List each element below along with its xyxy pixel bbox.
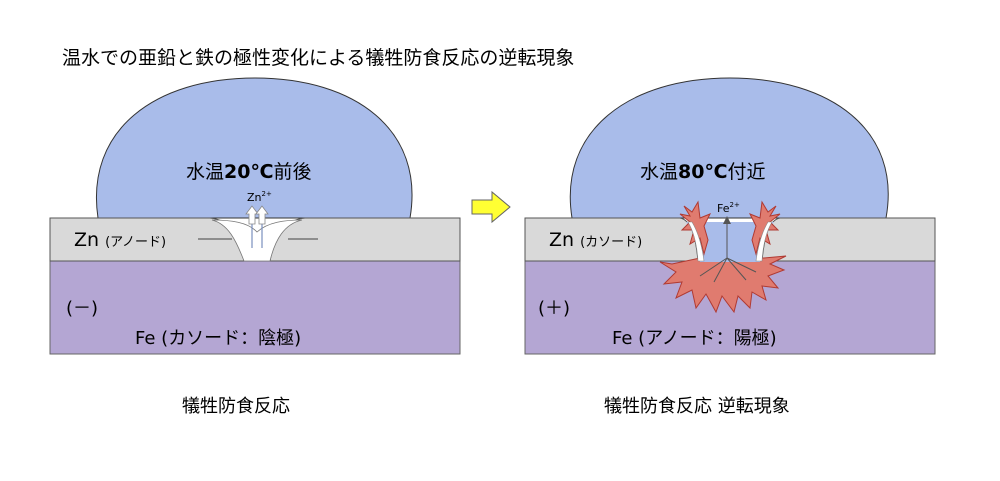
left-fe-label: Fe (カソード：陰極) (135, 328, 301, 349)
left-iron-base (49, 260, 461, 355)
right-ion-arrow (699, 257, 728, 277)
right-zinc-layer-right (761, 217, 936, 262)
left-water-droplet (96, 77, 413, 219)
left-zinc-gap (211, 219, 303, 262)
right-polarity-label: (＋) (538, 298, 570, 319)
right-ion-arrow (726, 257, 757, 273)
right-caption: 犠牲防食反応 逆転現象 (604, 396, 790, 417)
right-water-droplet (569, 77, 889, 219)
right-panel: Fe2+ 水温80℃付近 Zn(カソード) (＋) Fe (アノード：陽極) 犠… (524, 77, 936, 417)
right-temperature-label: 水温80℃付近 (640, 161, 765, 183)
right-ion-arrowhead-icon (723, 216, 731, 224)
right-pit-cavity (686, 222, 774, 262)
right-ion-arrow (726, 257, 747, 281)
right-fe-label: Fe (アノード：陽極) (612, 328, 777, 349)
left-zn-label: Zn(アノード) (74, 229, 166, 251)
right-zinc-edge-right (755, 221, 773, 262)
right-corrosion-pit (659, 255, 787, 314)
left-ion-arrow-icon (255, 205, 269, 225)
left-caption: 犠牲防食反応 (182, 396, 290, 417)
left-ion-arrow-icon (245, 205, 259, 225)
right-arrow-icon (471, 190, 511, 224)
left-panel: Zn2+ 水温20℃前後 Zn(アノード) (－) Fe (カソード：陰極) 犠… (49, 77, 461, 417)
left-ion-label: Zn2+ (247, 190, 272, 204)
right-zn-label: Zn(カソード) (549, 229, 642, 251)
left-temperature-label: 水温20℃前後 (186, 161, 311, 183)
diagram-title: 温水での亜鉛と鉄の極性変化による犠牲防食反応の逆転現象 (62, 47, 574, 69)
right-ion-arrow (713, 257, 728, 283)
right-zinc-edge-left (687, 221, 705, 262)
left-polarity-label: (－) (66, 298, 98, 319)
right-ion-label: Fe2+ (717, 201, 740, 215)
